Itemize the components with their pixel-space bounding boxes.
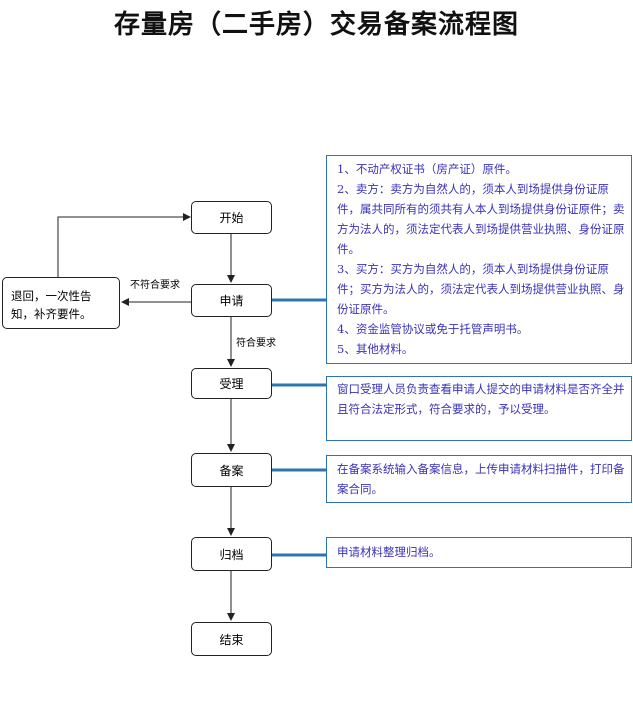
page-title: 存量房（二手房）交易备案流程图 bbox=[113, 10, 519, 40]
node-start: 开始 bbox=[191, 201, 272, 234]
note-apply-line-2: 2、卖方：卖方为自然人的，须本人到场提供身份证原件，属共同所有的须共有人本人到场… bbox=[337, 182, 625, 256]
reject-box: 退回，一次性告知，补齐要件。 bbox=[2, 277, 120, 329]
node-record: 备案 bbox=[191, 453, 272, 487]
node-apply: 申请 bbox=[191, 284, 272, 317]
note-record-text: 在备案系统输入备案信息，上传申请材料扫描件，打印备案合同。 bbox=[337, 462, 625, 496]
note-apply-line-3: 3、买方：买方为自然人的，须本人到场提供身份证原件；买方为法人的，须法定代表人到… bbox=[337, 262, 625, 316]
node-accept: 受理 bbox=[191, 368, 272, 399]
note-archive-text: 申请材料整理归档。 bbox=[337, 545, 441, 559]
arrow-reject-to-start bbox=[57, 213, 191, 277]
note-apply: 1、不动产权证书（房产证）原件。 2、卖方：卖方为自然人的，须本人到场提供身份证… bbox=[326, 155, 632, 364]
note-accept-text: 窗口受理人员负责查看申请人提交的申请材料是否齐全并且符合法定形式，符合要求的，予… bbox=[337, 382, 625, 416]
label-not-meet: 不符合要求 bbox=[130, 280, 180, 291]
note-record: 在备案系统输入备案信息，上传申请材料扫描件，打印备案合同。 bbox=[326, 455, 632, 503]
note-archive: 申请材料整理归档。 bbox=[326, 537, 632, 568]
label-meet: 符合要求 bbox=[236, 338, 276, 349]
note-apply-line-5: 5、其他材料。 bbox=[337, 342, 414, 356]
note-apply-line-4: 4、资金监管协议或免于托管声明书。 bbox=[337, 322, 529, 336]
node-archive: 归档 bbox=[191, 537, 272, 571]
node-end: 结束 bbox=[191, 622, 272, 656]
note-accept: 窗口受理人员负责查看申请人提交的申请材料是否齐全并且符合法定形式，符合要求的，予… bbox=[326, 376, 632, 441]
note-apply-line-1: 1、不动产权证书（房产证）原件。 bbox=[337, 162, 517, 176]
